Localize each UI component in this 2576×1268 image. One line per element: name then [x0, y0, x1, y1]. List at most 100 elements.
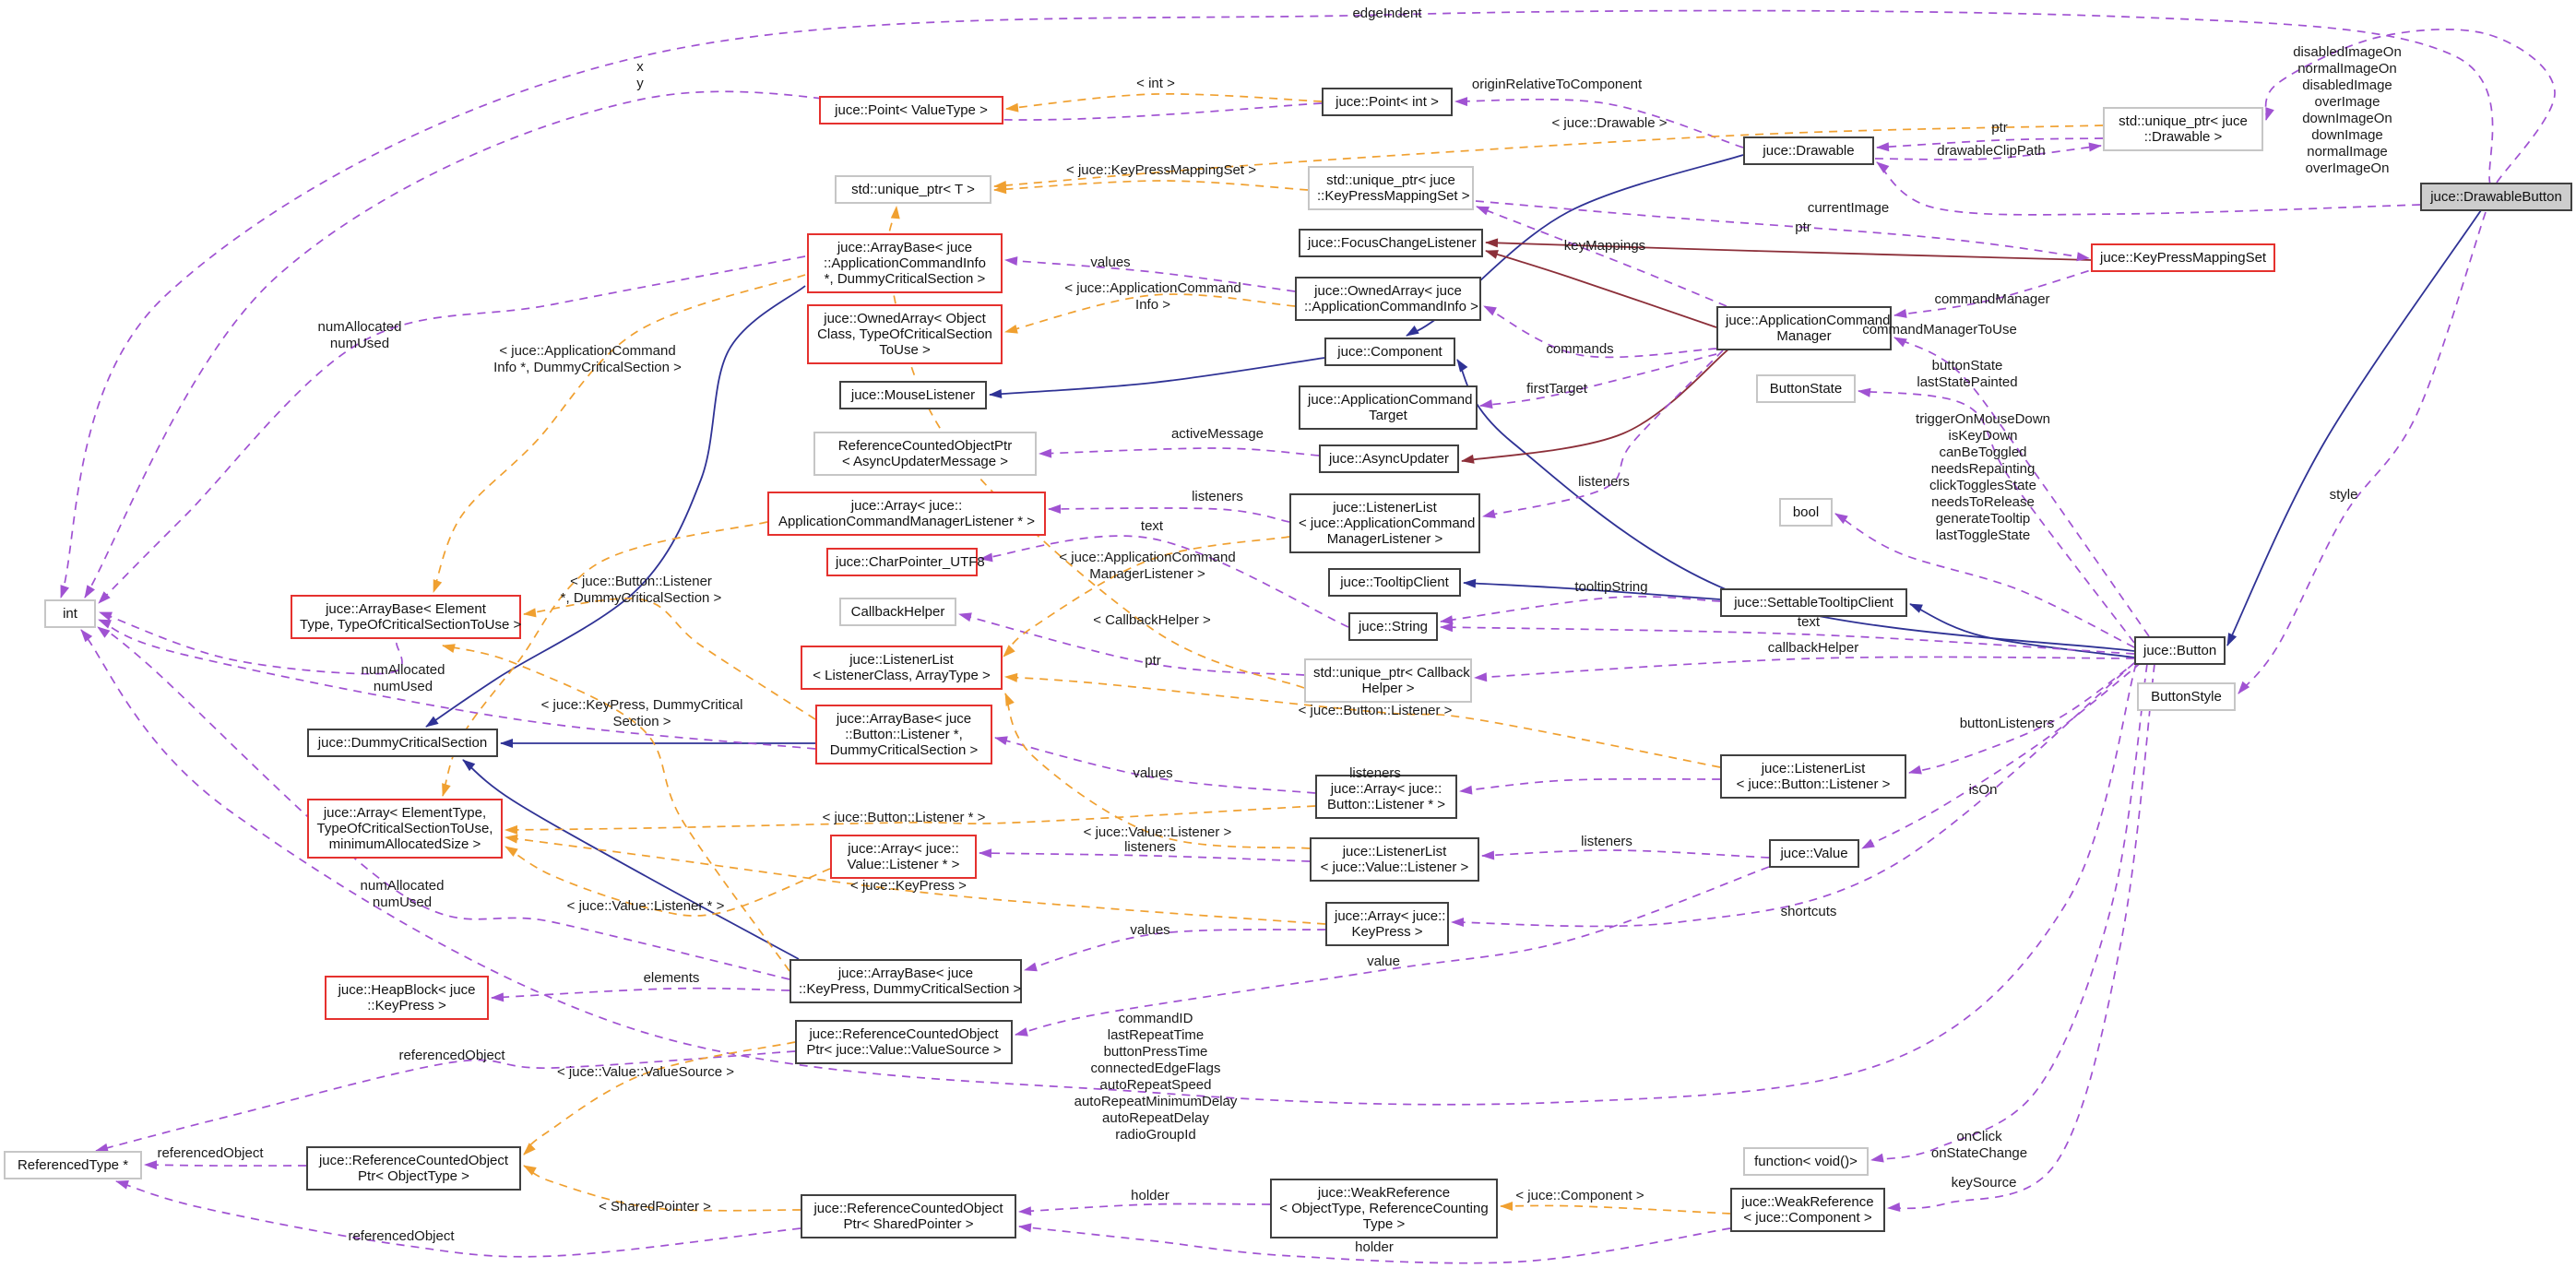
edge-label-text-charpointer: text [1140, 518, 1164, 534]
class-node-asyncupdater[interactable]: juce::AsyncUpdater [1319, 444, 1459, 473]
edge-tmpl--juce-applicationcommand-info- [1004, 293, 1296, 334]
edge-label-lt-keypressmappingset: < juce::KeyPressMappingSet > [1066, 162, 1256, 178]
class-node-label: juce::ListenerList [849, 652, 954, 668]
class-node-label: < ListenerClass, ArrayType > [813, 668, 991, 683]
edge-use-commandmanager [1893, 261, 2118, 318]
edge-label-holder-2: holder [1355, 1239, 1394, 1255]
class-node-label: juce::DummyCriticalSection [317, 735, 488, 751]
edge-use-listeners [979, 848, 1311, 862]
class-node-buttonstyle[interactable]: ButtonStyle [2137, 682, 2236, 711]
class-node-int[interactable]: int [44, 599, 96, 628]
class-node-uptr-t[interactable]: std::unique_ptr< T > [835, 175, 991, 204]
class-node-point-int[interactable]: juce::Point< int > [1322, 88, 1453, 116]
class-node-label: juce::ArrayBase< Element [326, 601, 486, 617]
edge-label-listeners-acml-array: listeners [1192, 489, 1243, 504]
edge-tmpl--int- [1005, 93, 1323, 113]
edge-label-listeners-acm: listeners [1578, 474, 1630, 490]
edge-use-numallocated-numused [98, 255, 806, 604]
class-node-label: < juce::Value::Listener > [1320, 859, 1469, 875]
class-node-uptr-drawable[interactable]: std::unique_ptr< juce::Drawable > [2103, 107, 2263, 151]
edge-label-listeners-valuelistener: listeners [1124, 839, 1176, 855]
class-node-bool[interactable]: bool [1779, 498, 1833, 527]
edge-use-ptr [958, 612, 1305, 676]
class-node-weakref-component[interactable]: juce::WeakReference< juce::Component > [1730, 1188, 1885, 1232]
edge-label-commandManagerToUse: commandManagerToUse [1862, 322, 2017, 338]
class-node-label: juce::String [1358, 619, 1429, 634]
class-node-tooltipclient[interactable]: juce::TooltipClient [1328, 568, 1461, 597]
edge-prv-9 [1485, 238, 2092, 261]
edge-use-text [1440, 622, 2135, 655]
class-node-label: ::ApplicationCommandInfo > [1304, 299, 1478, 314]
class-node-keypressmappingset[interactable]: juce::KeyPressMappingSet [2091, 243, 2275, 272]
class-node-uptr-keypressmappingset[interactable]: std::unique_ptr< juce::KeyPressMappingSe… [1308, 166, 1474, 210]
class-node-array-buttonlistener[interactable]: juce::Array< juce::Button::Listener * > [1315, 775, 1457, 819]
class-node-reftype[interactable]: ReferencedType * [4, 1151, 142, 1179]
class-node-drawablebutton[interactable]: juce::DrawableButton [2420, 183, 2572, 211]
class-node-point-valuetype[interactable]: juce::Point< ValueType > [819, 96, 1003, 124]
class-node-label: Ptr< juce::Value::ValueSource > [806, 1042, 1002, 1058]
class-node-dummycs[interactable]: juce::DummyCriticalSection [307, 729, 498, 757]
class-node-label: ButtonStyle [2151, 689, 2222, 705]
class-node-listenerlist-generic[interactable]: juce::ListenerList< ListenerClass, Array… [801, 646, 1003, 690]
edge-use-firsttarget [1479, 353, 1717, 409]
class-node-buttonstate[interactable]: ButtonState [1756, 374, 1856, 403]
edge-use-tooltipstring [1440, 596, 1721, 625]
class-node-string[interactable]: juce::String [1348, 612, 1438, 641]
class-node-arraybase-buttonlistener[interactable]: juce::ArrayBase< juce::Button::Listener … [815, 705, 992, 764]
class-node-label: juce::TooltipClient [1340, 575, 1449, 590]
class-node-callbackhelper[interactable]: CallbackHelper [839, 598, 956, 626]
class-node-label: ::KeyPress, DummyCriticalSection > [799, 981, 1022, 997]
class-node-arraybase-aci[interactable]: juce::ArrayBase< juce::ApplicationComman… [807, 233, 1003, 293]
class-node-label: juce::WeakReference [1741, 1194, 1874, 1210]
class-node-component[interactable]: juce::Component [1324, 338, 1455, 366]
edge-label-lt-component: < juce::Component > [1515, 1188, 1644, 1203]
class-node-ownedarray-aci[interactable]: juce::OwnedArray< juce::ApplicationComma… [1295, 277, 1481, 321]
class-node-array-keypress[interactable]: juce::Array< juce::KeyPress > [1325, 902, 1449, 946]
edge-use-referencedobject [115, 1180, 801, 1258]
class-node-label: ReferenceCountedObjectPtr [837, 438, 1013, 454]
class-node-label: Value::Listener * > [847, 857, 960, 872]
class-node-function-void[interactable]: function< void()> [1743, 1147, 1869, 1176]
class-node-label: *, DummyCriticalSection > [824, 271, 986, 287]
class-node-label: < juce::ApplicationCommand [1299, 515, 1476, 531]
class-node-rcop-asyncupdatermessage[interactable]: ReferenceCountedObjectPtr< AsyncUpdaterM… [813, 432, 1037, 476]
edge-use-button-int-members [80, 629, 2137, 1106]
class-node-weakref-objecttype[interactable]: juce::WeakReference< ObjectType, Referen… [1270, 1179, 1498, 1238]
class-node-label: < juce::Button::Listener > [1736, 776, 1891, 792]
edge-label-elements: elements [643, 970, 700, 986]
class-node-charpointer-utf8[interactable]: juce::CharPointer_UTF8 [826, 548, 985, 576]
edge-use-image-members [2264, 29, 2556, 184]
edge-tmpl--juce-value-listener- [1004, 693, 1311, 849]
edge-label-keySource: keySource [1951, 1175, 2017, 1191]
class-node-value[interactable]: juce::Value [1769, 839, 1859, 868]
class-node-listenerlist-valuelistener[interactable]: juce::ListenerList< juce::Value::Listene… [1310, 837, 1479, 882]
class-node-heapblock-keypress[interactable]: juce::HeapBlock< juce::KeyPress > [325, 976, 489, 1020]
class-node-button[interactable]: juce::Button [2134, 636, 2226, 665]
class-node-mouselistener[interactable]: juce::MouseListener [839, 381, 987, 409]
class-node-focuschangelistener[interactable]: juce::FocusChangeListener [1299, 229, 1483, 257]
class-node-drawable[interactable]: juce::Drawable [1743, 136, 1874, 165]
class-node-array-acml[interactable]: juce::Array< juce::ApplicationCommandMan… [767, 492, 1046, 536]
class-node-array-valuelistener[interactable]: juce::Array< juce::Value::Listener * > [830, 835, 977, 879]
edge-use-keymappings [1476, 206, 1727, 307]
class-node-settabletooltipclient[interactable]: juce::SettableTooltipClient [1720, 588, 1907, 617]
class-node-listenerlist-acml[interactable]: juce::ListenerList< juce::ApplicationCom… [1289, 493, 1480, 553]
class-node-listenerlist-buttonlistener[interactable]: juce::ListenerList< juce::Button::Listen… [1720, 754, 1906, 799]
class-node-label: juce::ListenerList [1761, 761, 1866, 776]
class-node-array-elem[interactable]: juce::Array< ElementType,TypeOfCriticalS… [307, 799, 503, 859]
class-node-arraybase-keypress[interactable]: juce::ArrayBase< juce::KeyPress, DummyCr… [789, 959, 1022, 1003]
edge-use-style [2238, 211, 2487, 694]
class-node-label: juce::ArrayBase< juce [837, 966, 974, 981]
